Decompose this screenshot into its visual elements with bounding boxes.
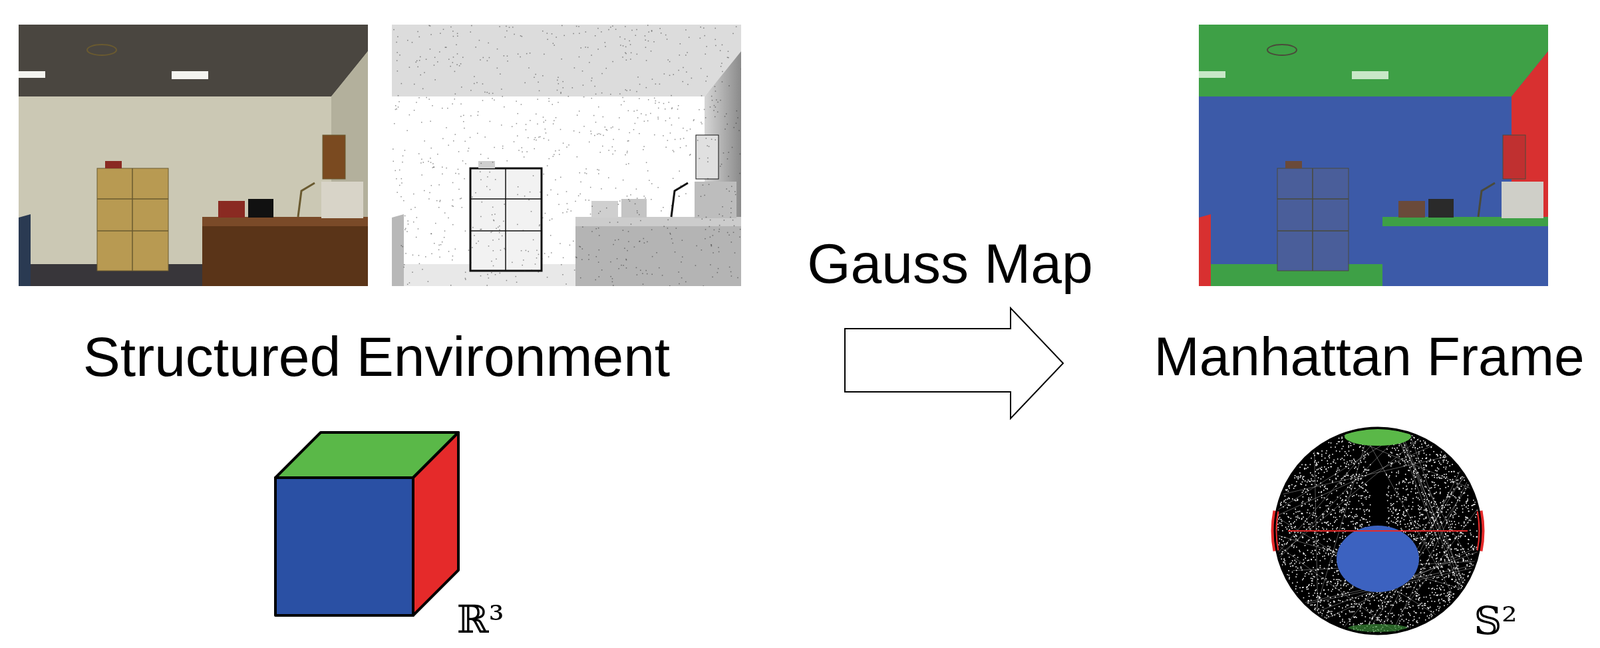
space-symbol: ℝ³ <box>456 598 504 642</box>
depth-map <box>391 24 742 287</box>
office-photo <box>18 24 368 287</box>
heading-label: Structured Environment <box>83 325 670 388</box>
block-arrow <box>844 308 1064 419</box>
segmented-photo <box>1198 24 1549 287</box>
gauss-sphere <box>1274 427 1482 635</box>
space-symbol: 𝕊² <box>1473 600 1517 643</box>
cube <box>275 432 459 616</box>
heading-label: Gauss Map <box>806 232 1094 295</box>
heading-label: Manhattan Frame <box>1153 326 1585 387</box>
